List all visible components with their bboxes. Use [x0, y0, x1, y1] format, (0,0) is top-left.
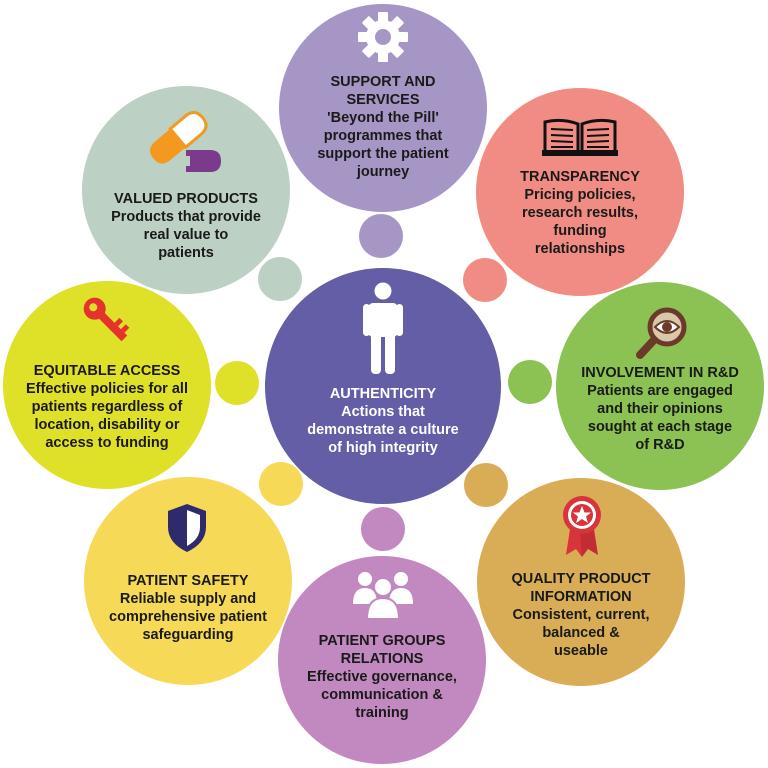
access-desc: Effective policies for all patients rega…: [26, 381, 188, 451]
transparency-desc: Pricing policies, research results, fund…: [521, 187, 639, 257]
center-desc: Actions that demonstrate a culture of hi…: [307, 404, 459, 456]
rosette-icon: [563, 496, 601, 557]
magnifier-eye-icon: [636, 307, 687, 359]
access-text: EQUITABLE ACCESS Effective policies for …: [6, 362, 208, 452]
person-icon: [363, 282, 403, 374]
safety-title: PATIENT SAFETY: [127, 573, 249, 589]
groups-title: PATIENT GROUPS RELATIONS: [318, 633, 446, 667]
transparency-title: TRANSPARENCY: [520, 169, 640, 185]
groups-text: PATIENT GROUPS RELATIONS Effective gover…: [288, 632, 476, 722]
gear-icon: [358, 12, 408, 62]
support-desc: 'Beyond the Pill' programmes that suppor…: [317, 110, 449, 180]
key-icon: [83, 297, 130, 342]
connector-dot-involvement: [508, 360, 552, 404]
quality-desc: Consistent, current, balanced & useable: [512, 607, 650, 659]
center-text: AUTHENTICITY Actions that demonstrate a …: [275, 385, 491, 457]
access-title: EQUITABLE ACCESS: [33, 363, 181, 379]
connector-dot-transparency: [463, 258, 507, 302]
book-icon: [542, 118, 618, 156]
valued-text: VALUED PRODUCTS Products that provide re…: [86, 190, 286, 262]
capsule-icon: [149, 110, 221, 172]
safety-desc: Reliable supply and comprehensive patien…: [109, 591, 267, 643]
connector-dot-quality: [464, 463, 508, 507]
involvement-desc: Patients are engaged and their opinions …: [587, 383, 733, 453]
connector-dot-safety: [259, 462, 303, 506]
connector-dot-support: [359, 214, 403, 258]
groups-desc: Effective governance, communication & tr…: [307, 669, 457, 721]
shield-icon: [168, 504, 206, 552]
transparency-circle: [476, 88, 684, 296]
connector-dot-valued: [258, 257, 302, 301]
connector-dot-access: [215, 361, 259, 405]
center-title: AUTHENTICITY: [329, 386, 437, 402]
transparency-text: TRANSPARENCY Pricing policies, research …: [486, 168, 674, 258]
connector-dot-groups: [361, 507, 405, 551]
support-title: SUPPORT AND SERVICES: [330, 74, 436, 108]
safety-text: PATIENT SAFETY Reliable supply and compr…: [89, 572, 287, 644]
valued-title: VALUED PRODUCTS: [114, 191, 258, 207]
involvement-text: INVOLVEMENT IN R&D Patients are engaged …: [561, 364, 759, 454]
support-text: SUPPORT AND SERVICES 'Beyond the Pill' p…: [289, 73, 477, 181]
people-icon: [353, 572, 413, 620]
involvement-title: INVOLVEMENT IN R&D: [581, 365, 739, 381]
quality-text: QUALITY PRODUCT INFORMATION Consistent, …: [487, 570, 675, 660]
valued-desc: Products that provide real value to pati…: [111, 209, 261, 261]
quality-title: QUALITY PRODUCT INFORMATION: [511, 571, 651, 605]
